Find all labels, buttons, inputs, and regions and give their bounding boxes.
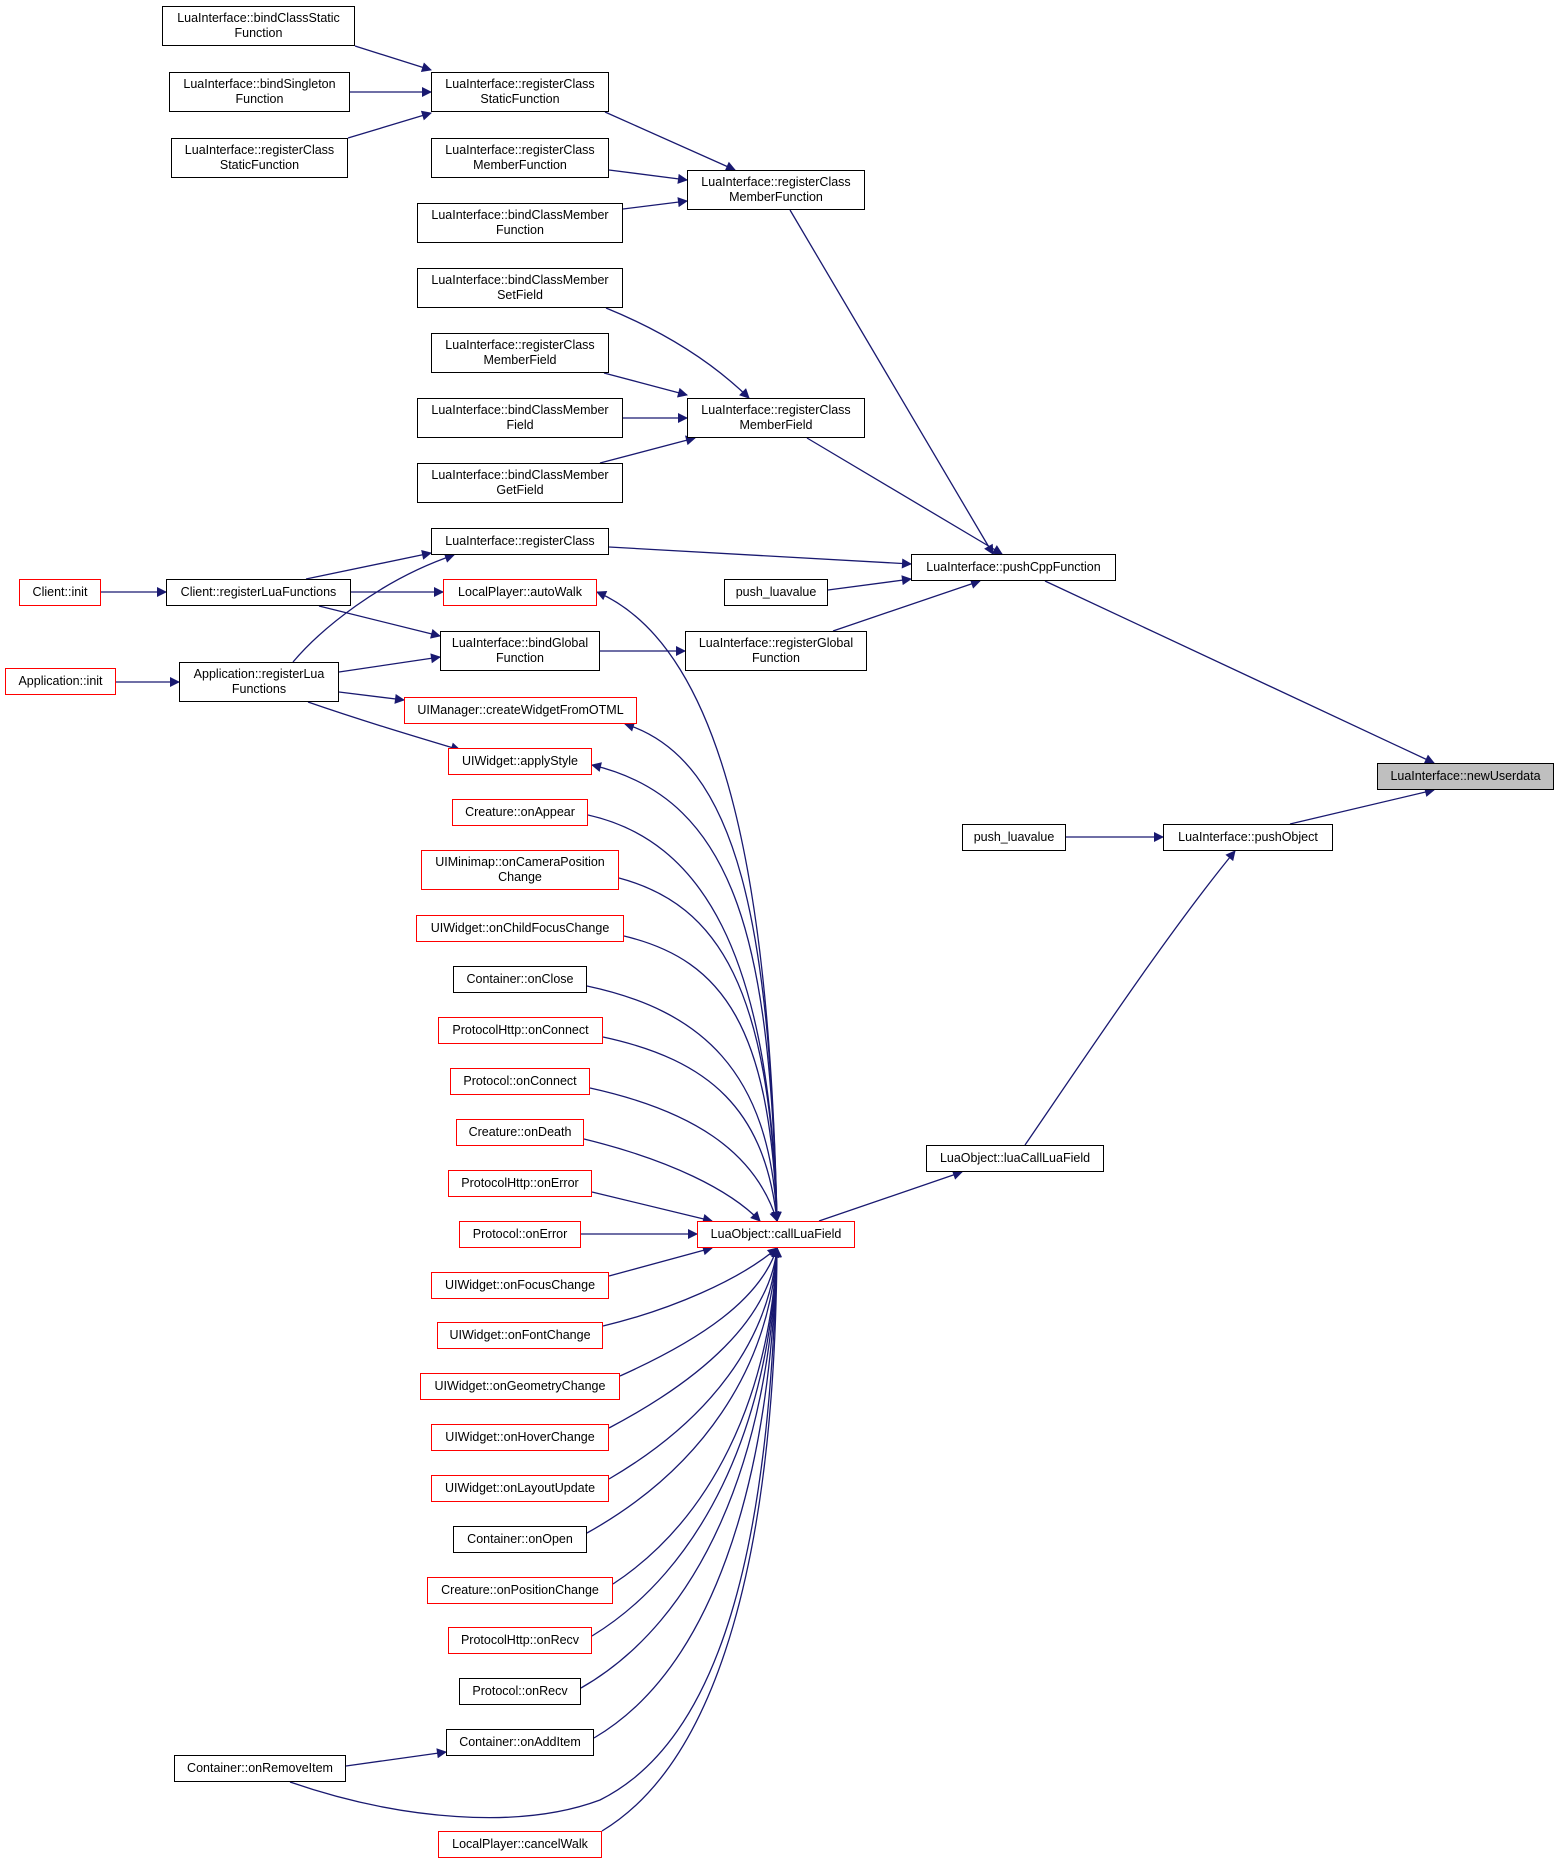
node-new-userdata: LuaInterface::newUserdata bbox=[1377, 763, 1554, 790]
edge-calllua-to-applystyle bbox=[591, 762, 778, 1222]
edge-appreg-to-createwidget bbox=[338, 691, 405, 704]
edge-layer bbox=[101, 45, 1435, 1832]
node-protocol-on-connect[interactable]: Protocol::onConnect bbox=[450, 1068, 590, 1095]
node-on-hover-change[interactable]: UIWidget::onHoverChange bbox=[431, 1424, 609, 1451]
edge-position-to-calllua bbox=[612, 1247, 782, 1585]
edge-regglobal-to-pushcpp bbox=[832, 579, 981, 632]
node-on-focus-change[interactable]: UIWidget::onFocusChange bbox=[431, 1272, 609, 1299]
node-register-global-function[interactable]: LuaInterface::registerGlobal Function bbox=[685, 631, 867, 671]
node-on-layout-update[interactable]: UIWidget::onLayoutUpdate bbox=[431, 1475, 609, 1502]
node-push-luavalue-2[interactable]: push_luavalue bbox=[962, 824, 1066, 851]
node-app-register-lua-functions[interactable]: Application::registerLua Functions bbox=[179, 662, 339, 702]
edge-hover-to-calllua bbox=[608, 1247, 782, 1429]
edge-protorecv-to-calllua bbox=[580, 1247, 782, 1689]
node-container-on-close[interactable]: Container::onClose bbox=[453, 966, 587, 993]
node-local-player-cancel-walk[interactable]: LocalPlayer::cancelWalk bbox=[438, 1831, 602, 1858]
edge-calllua-to-luacall bbox=[818, 1170, 963, 1222]
node-client-init[interactable]: Client::init bbox=[19, 579, 101, 606]
edge-bindmemberfunc-to-regmemberfunc bbox=[622, 197, 688, 210]
edge-additem-to-calllua bbox=[593, 1247, 782, 1739]
edge-httpconnect-to-calllua bbox=[602, 1036, 781, 1222]
edge-regmemberfield2-to-regmemberfield bbox=[603, 372, 688, 398]
node-register-class-static-function[interactable]: LuaInterface::registerClass StaticFuncti… bbox=[431, 72, 609, 112]
node-protocol-on-error[interactable]: Protocol::onError bbox=[459, 1221, 581, 1248]
edge-bindgetfield-to-regmemberfield bbox=[599, 435, 696, 464]
node-register-class[interactable]: LuaInterface::registerClass bbox=[431, 528, 609, 555]
edge-appreg-to-applystyle bbox=[307, 701, 461, 753]
node-http-on-recv[interactable]: ProtocolHttp::onRecv bbox=[448, 1627, 592, 1654]
edge-childfocus-to-calllua bbox=[623, 935, 782, 1222]
edge-onopen-to-calllua bbox=[586, 1247, 782, 1534]
edge-bindstatic-to-regstatic bbox=[354, 45, 432, 73]
edge-focuschange-to-calllua bbox=[608, 1245, 713, 1277]
node-protocol-on-recv[interactable]: Protocol::onRecv bbox=[459, 1678, 581, 1705]
edge-clientreg-to-regclass bbox=[305, 549, 432, 580]
node-http-on-error[interactable]: ProtocolHttp::onError bbox=[448, 1170, 592, 1197]
node-create-widget-from-otml[interactable]: UIManager::createWidgetFromOTML bbox=[404, 697, 637, 724]
edge-regmemberfield-to-pushcpp bbox=[806, 437, 1003, 555]
node-creature-on-appear[interactable]: Creature::onAppear bbox=[452, 799, 588, 826]
edge-fontchange-to-calllua bbox=[602, 1247, 778, 1327]
node-app-init[interactable]: Application::init bbox=[5, 668, 116, 695]
edge-regclass-to-pushcpp bbox=[608, 546, 912, 569]
node-register-class-static-function-2[interactable]: LuaInterface::registerClass StaticFuncti… bbox=[171, 138, 348, 178]
edge-httprecv-to-calllua bbox=[591, 1247, 782, 1637]
edge-camera-to-calllua bbox=[618, 877, 782, 1222]
edge-removeitem-to-calllua bbox=[289, 1247, 782, 1819]
edge-httperror-to-calllua bbox=[591, 1191, 713, 1224]
node-apply-style[interactable]: UIWidget::applyStyle bbox=[448, 748, 592, 775]
node-register-class-member-function-2[interactable]: LuaInterface::registerClass MemberFuncti… bbox=[431, 138, 609, 178]
node-container-on-remove-item[interactable]: Container::onRemoveItem bbox=[174, 1755, 346, 1782]
node-bind-class-member-field[interactable]: LuaInterface::bindClassMember Field bbox=[417, 398, 623, 438]
edge-removeitem-to-additem bbox=[345, 1748, 447, 1767]
edge-clientreg-to-bindglobal bbox=[318, 605, 441, 639]
node-container-on-open[interactable]: Container::onOpen bbox=[453, 1526, 587, 1553]
edge-layout-to-calllua bbox=[608, 1247, 782, 1480]
edge-cancelwalk-to-calllua bbox=[601, 1247, 782, 1832]
node-creature-on-death[interactable]: Creature::onDeath bbox=[456, 1119, 584, 1146]
edge-appear-to-calllua bbox=[587, 814, 782, 1222]
node-bind-class-member-set-field[interactable]: LuaInterface::bindClassMember SetField bbox=[417, 268, 623, 308]
edge-death-to-calllua bbox=[583, 1138, 761, 1222]
edge-onclose-to-calllua bbox=[586, 985, 782, 1222]
node-bind-singleton-function[interactable]: LuaInterface::bindSingleton Function bbox=[169, 72, 350, 112]
edge-calllua-to-autowalk bbox=[596, 591, 778, 1222]
edge-regmemberfunc2-to-regmemberfunc bbox=[608, 169, 688, 184]
node-bind-class-static-function[interactable]: LuaInterface::bindClassStatic Function bbox=[162, 6, 355, 46]
node-on-geometry-change[interactable]: UIWidget::onGeometryChange bbox=[420, 1373, 620, 1400]
edge-pushcpp-to-newuserdata bbox=[1044, 580, 1435, 764]
edge-regmemberfunc-to-pushcpp bbox=[789, 209, 994, 555]
node-container-on-add-item[interactable]: Container::onAddItem bbox=[446, 1729, 594, 1756]
node-on-child-focus-change[interactable]: UIWidget::onChildFocusChange bbox=[416, 915, 624, 942]
node-push-cpp-function[interactable]: LuaInterface::pushCppFunction bbox=[911, 554, 1116, 581]
node-register-class-member-function[interactable]: LuaInterface::registerClass MemberFuncti… bbox=[687, 170, 865, 210]
edge-pushobject-to-newuserdata bbox=[1289, 787, 1435, 825]
node-register-class-member-field[interactable]: LuaInterface::registerClass MemberField bbox=[687, 398, 865, 438]
edge-geometry-to-calllua bbox=[619, 1247, 779, 1377]
edge-appreg-to-bindglobal bbox=[338, 653, 441, 673]
node-http-on-connect[interactable]: ProtocolHttp::onConnect bbox=[438, 1017, 603, 1044]
node-push-object[interactable]: LuaInterface::pushObject bbox=[1163, 824, 1333, 851]
node-on-font-change[interactable]: UIWidget::onFontChange bbox=[437, 1322, 603, 1349]
node-push-luavalue-1[interactable]: push_luavalue bbox=[724, 579, 828, 606]
edge-regstatic-to-regmemberfunc bbox=[604, 111, 736, 171]
node-bind-class-member-get-field[interactable]: LuaInterface::bindClassMember GetField bbox=[417, 463, 623, 503]
node-call-lua-field[interactable]: LuaObject::callLuaField bbox=[697, 1221, 855, 1248]
node-local-player-auto-walk[interactable]: LocalPlayer::autoWalk bbox=[443, 579, 597, 606]
edge-luacall-to-pushobject bbox=[1024, 850, 1236, 1146]
edge-bindsetfield-to-regmemberfield bbox=[605, 307, 750, 399]
node-register-class-member-field-2[interactable]: LuaInterface::registerClass MemberField bbox=[431, 333, 609, 373]
node-bind-global-function[interactable]: LuaInterface::bindGlobal Function bbox=[440, 631, 600, 671]
node-minimap-on-camera-position-change[interactable]: UIMinimap::onCameraPosition Change bbox=[421, 850, 619, 890]
node-lua-call-lua-field[interactable]: LuaObject::luaCallLuaField bbox=[926, 1145, 1104, 1172]
edge-protoconnect-to-calllua bbox=[589, 1087, 780, 1222]
edge-appreg-to-regclass bbox=[292, 553, 455, 663]
node-creature-on-position-change[interactable]: Creature::onPositionChange bbox=[427, 1577, 613, 1604]
node-client-register-lua-functions[interactable]: Client::registerLuaFunctions bbox=[166, 579, 351, 606]
edge-pushluavalue-to-pushcpp bbox=[827, 575, 912, 591]
edge-regstatic2-to-regstatic bbox=[347, 110, 432, 139]
node-bind-class-member-function[interactable]: LuaInterface::bindClassMember Function bbox=[417, 203, 623, 243]
